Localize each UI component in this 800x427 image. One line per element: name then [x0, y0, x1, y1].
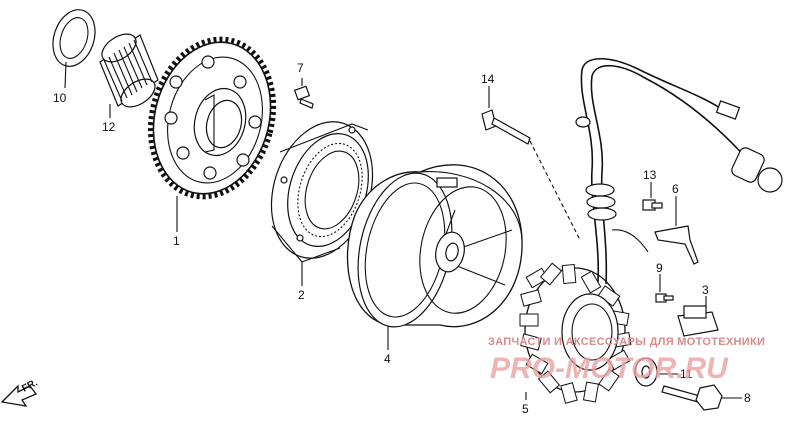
washer-part-11[interactable] [634, 357, 658, 387]
bolt-part-14[interactable] [481, 109, 581, 241]
part-label-7: 7 [297, 61, 304, 75]
part-label-12: 12 [102, 120, 116, 134]
part-label-8: 8 [744, 391, 751, 405]
leader-lines [64, 61, 742, 400]
watermark-tagline: ЗАПЧАСТИ И АКСЕССУАРЫ ДЛЯ МОТОТЕХНИКИ [488, 336, 765, 348]
pulser-coil-part-3[interactable] [677, 305, 719, 337]
needle-bearing-part-12[interactable] [97, 28, 160, 112]
part-label-3: 3 [702, 283, 709, 297]
watermark-logo-text: PRO-MOTOR.RU [490, 352, 729, 385]
front-direction-arrow: FR. [0, 377, 40, 407]
part-label-13: 13 [643, 168, 657, 182]
part-label-9: 9 [656, 261, 663, 275]
part-label-6: 6 [672, 182, 679, 196]
starter-clutch-part-2[interactable] [255, 109, 390, 272]
part-label-1: 1 [173, 234, 180, 248]
part-label-2: 2 [298, 288, 305, 302]
front-direction-label: FR. [20, 377, 40, 394]
bolt-part-8[interactable] [661, 384, 723, 411]
bolt-part-7[interactable] [293, 85, 314, 109]
watermark: ЗАПЧАСТИ И АКСЕССУАРЫ ДЛЯ МОТОТЕХНИКИ PR… [488, 336, 765, 385]
part-label-11: 11 [680, 367, 693, 381]
part-number-labels: 10 12 1 7 2 4 14 5 13 6 9 3 11 8 [53, 61, 751, 416]
part-label-10: 10 [53, 91, 67, 105]
washer-part-10[interactable] [46, 4, 102, 72]
part-label-14: 14 [481, 72, 495, 86]
wire-clamp-part-6[interactable] [654, 225, 699, 265]
flywheel-part-4[interactable] [345, 164, 523, 335]
bolt-part-13[interactable] [642, 199, 663, 211]
bolt-part-9[interactable] [655, 293, 674, 303]
starter-gear-part-1[interactable] [133, 25, 290, 211]
part-label-4: 4 [384, 352, 391, 366]
part-label-5: 5 [522, 402, 529, 416]
stator-part-5[interactable] [519, 58, 783, 404]
